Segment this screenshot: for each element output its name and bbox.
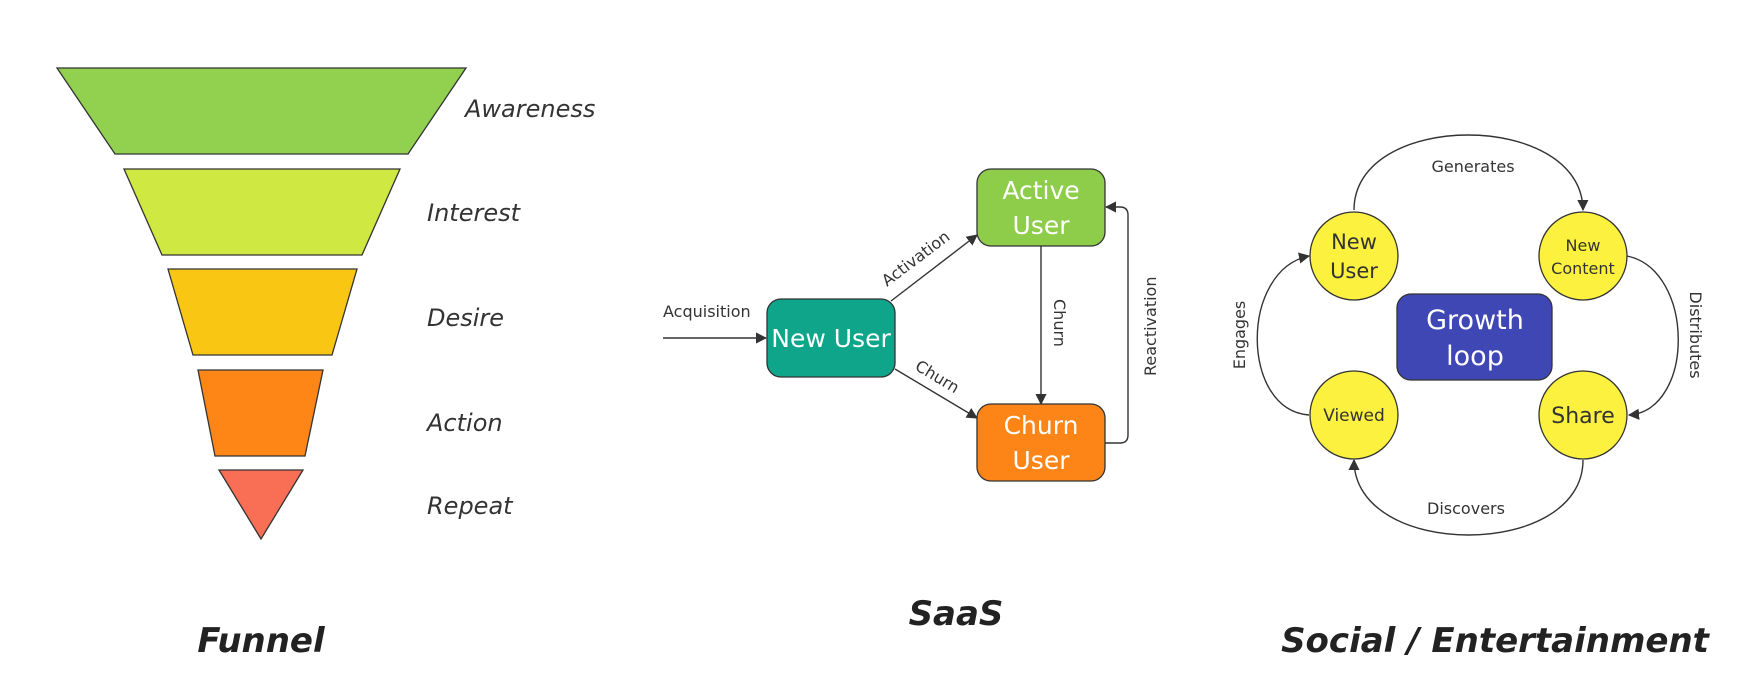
saas-node-churn-user-line2: User xyxy=(1013,446,1071,475)
saas-node-churn-user-line1: Churn xyxy=(1004,411,1079,440)
social-node-share xyxy=(1538,370,1628,460)
social-node-share-label: Share xyxy=(1551,404,1615,429)
saas-node-active-user xyxy=(976,168,1106,247)
growth-loop-box xyxy=(1396,293,1553,381)
edge-discovers xyxy=(1348,458,1584,536)
edge-generates xyxy=(1353,134,1589,212)
social-title: Social / Entertainment xyxy=(1281,621,1711,661)
edge-reactivation xyxy=(1104,201,1129,444)
growth-loop-line1: Growth xyxy=(1426,305,1524,336)
edge-activation xyxy=(890,234,978,302)
funnel-stage-interest xyxy=(123,168,401,256)
social-node-viewed-label: Viewed xyxy=(1323,406,1385,426)
funnel-diagram: Awareness Interest Desire Action Repeat … xyxy=(55,67,595,661)
growth-loop-line2: loop xyxy=(1446,341,1504,372)
edge-label-discovers: Discovers xyxy=(1427,499,1505,518)
social-node-viewed xyxy=(1309,370,1399,460)
edge-label-engages: Engages xyxy=(1230,301,1249,370)
funnel-stage-repeat xyxy=(217,469,305,541)
social-node-new-user-line1: New xyxy=(1331,230,1377,254)
edge-churn-diagonal xyxy=(894,368,978,419)
edge-label-acquisition: Acquisition xyxy=(663,302,751,321)
edge-distributes xyxy=(1626,255,1679,420)
saas-node-active-user-line1: Active xyxy=(1002,176,1079,205)
funnel-stage-action xyxy=(197,369,324,457)
saas-node-new-user xyxy=(766,298,896,378)
saas-node-new-user-label: New User xyxy=(771,324,891,353)
funnel-label-action: Action xyxy=(425,409,503,437)
social-node-new-user-line2: User xyxy=(1330,259,1378,283)
funnel-title: Funnel xyxy=(197,621,326,661)
saas-node-active-user-line2: User xyxy=(1013,211,1071,240)
social-node-new-user xyxy=(1309,211,1399,301)
edge-engages xyxy=(1256,252,1311,416)
saas-diagram: New User Active User Churn User Acquisit… xyxy=(663,168,1160,634)
funnel-label-repeat: Repeat xyxy=(427,492,514,520)
edge-label-reactivation: Reactivation xyxy=(1141,277,1160,376)
funnel-stage-awareness xyxy=(55,67,468,155)
edge-label-distributes: Distributes xyxy=(1686,291,1705,378)
social-node-new-content-line2: Content xyxy=(1551,259,1615,278)
funnel-label-awareness: Awareness xyxy=(463,95,595,123)
funnel-stage-desire xyxy=(167,268,358,356)
edge-label-churn-vertical: Churn xyxy=(1050,299,1069,347)
edge-label-generates: Generates xyxy=(1431,157,1514,176)
social-node-new-content-line1: New xyxy=(1566,236,1601,255)
social-diagram: Growth loop New User New Content Share V… xyxy=(1230,134,1711,661)
edge-label-churn-diagonal: Churn xyxy=(912,356,963,397)
funnel-label-interest: Interest xyxy=(427,199,522,227)
saas-node-churn-user xyxy=(976,403,1106,482)
edge-label-activation: Activation xyxy=(878,227,953,290)
funnel-label-desire: Desire xyxy=(427,304,504,332)
saas-title: SaaS xyxy=(909,594,1004,634)
social-node-new-content xyxy=(1538,211,1628,301)
